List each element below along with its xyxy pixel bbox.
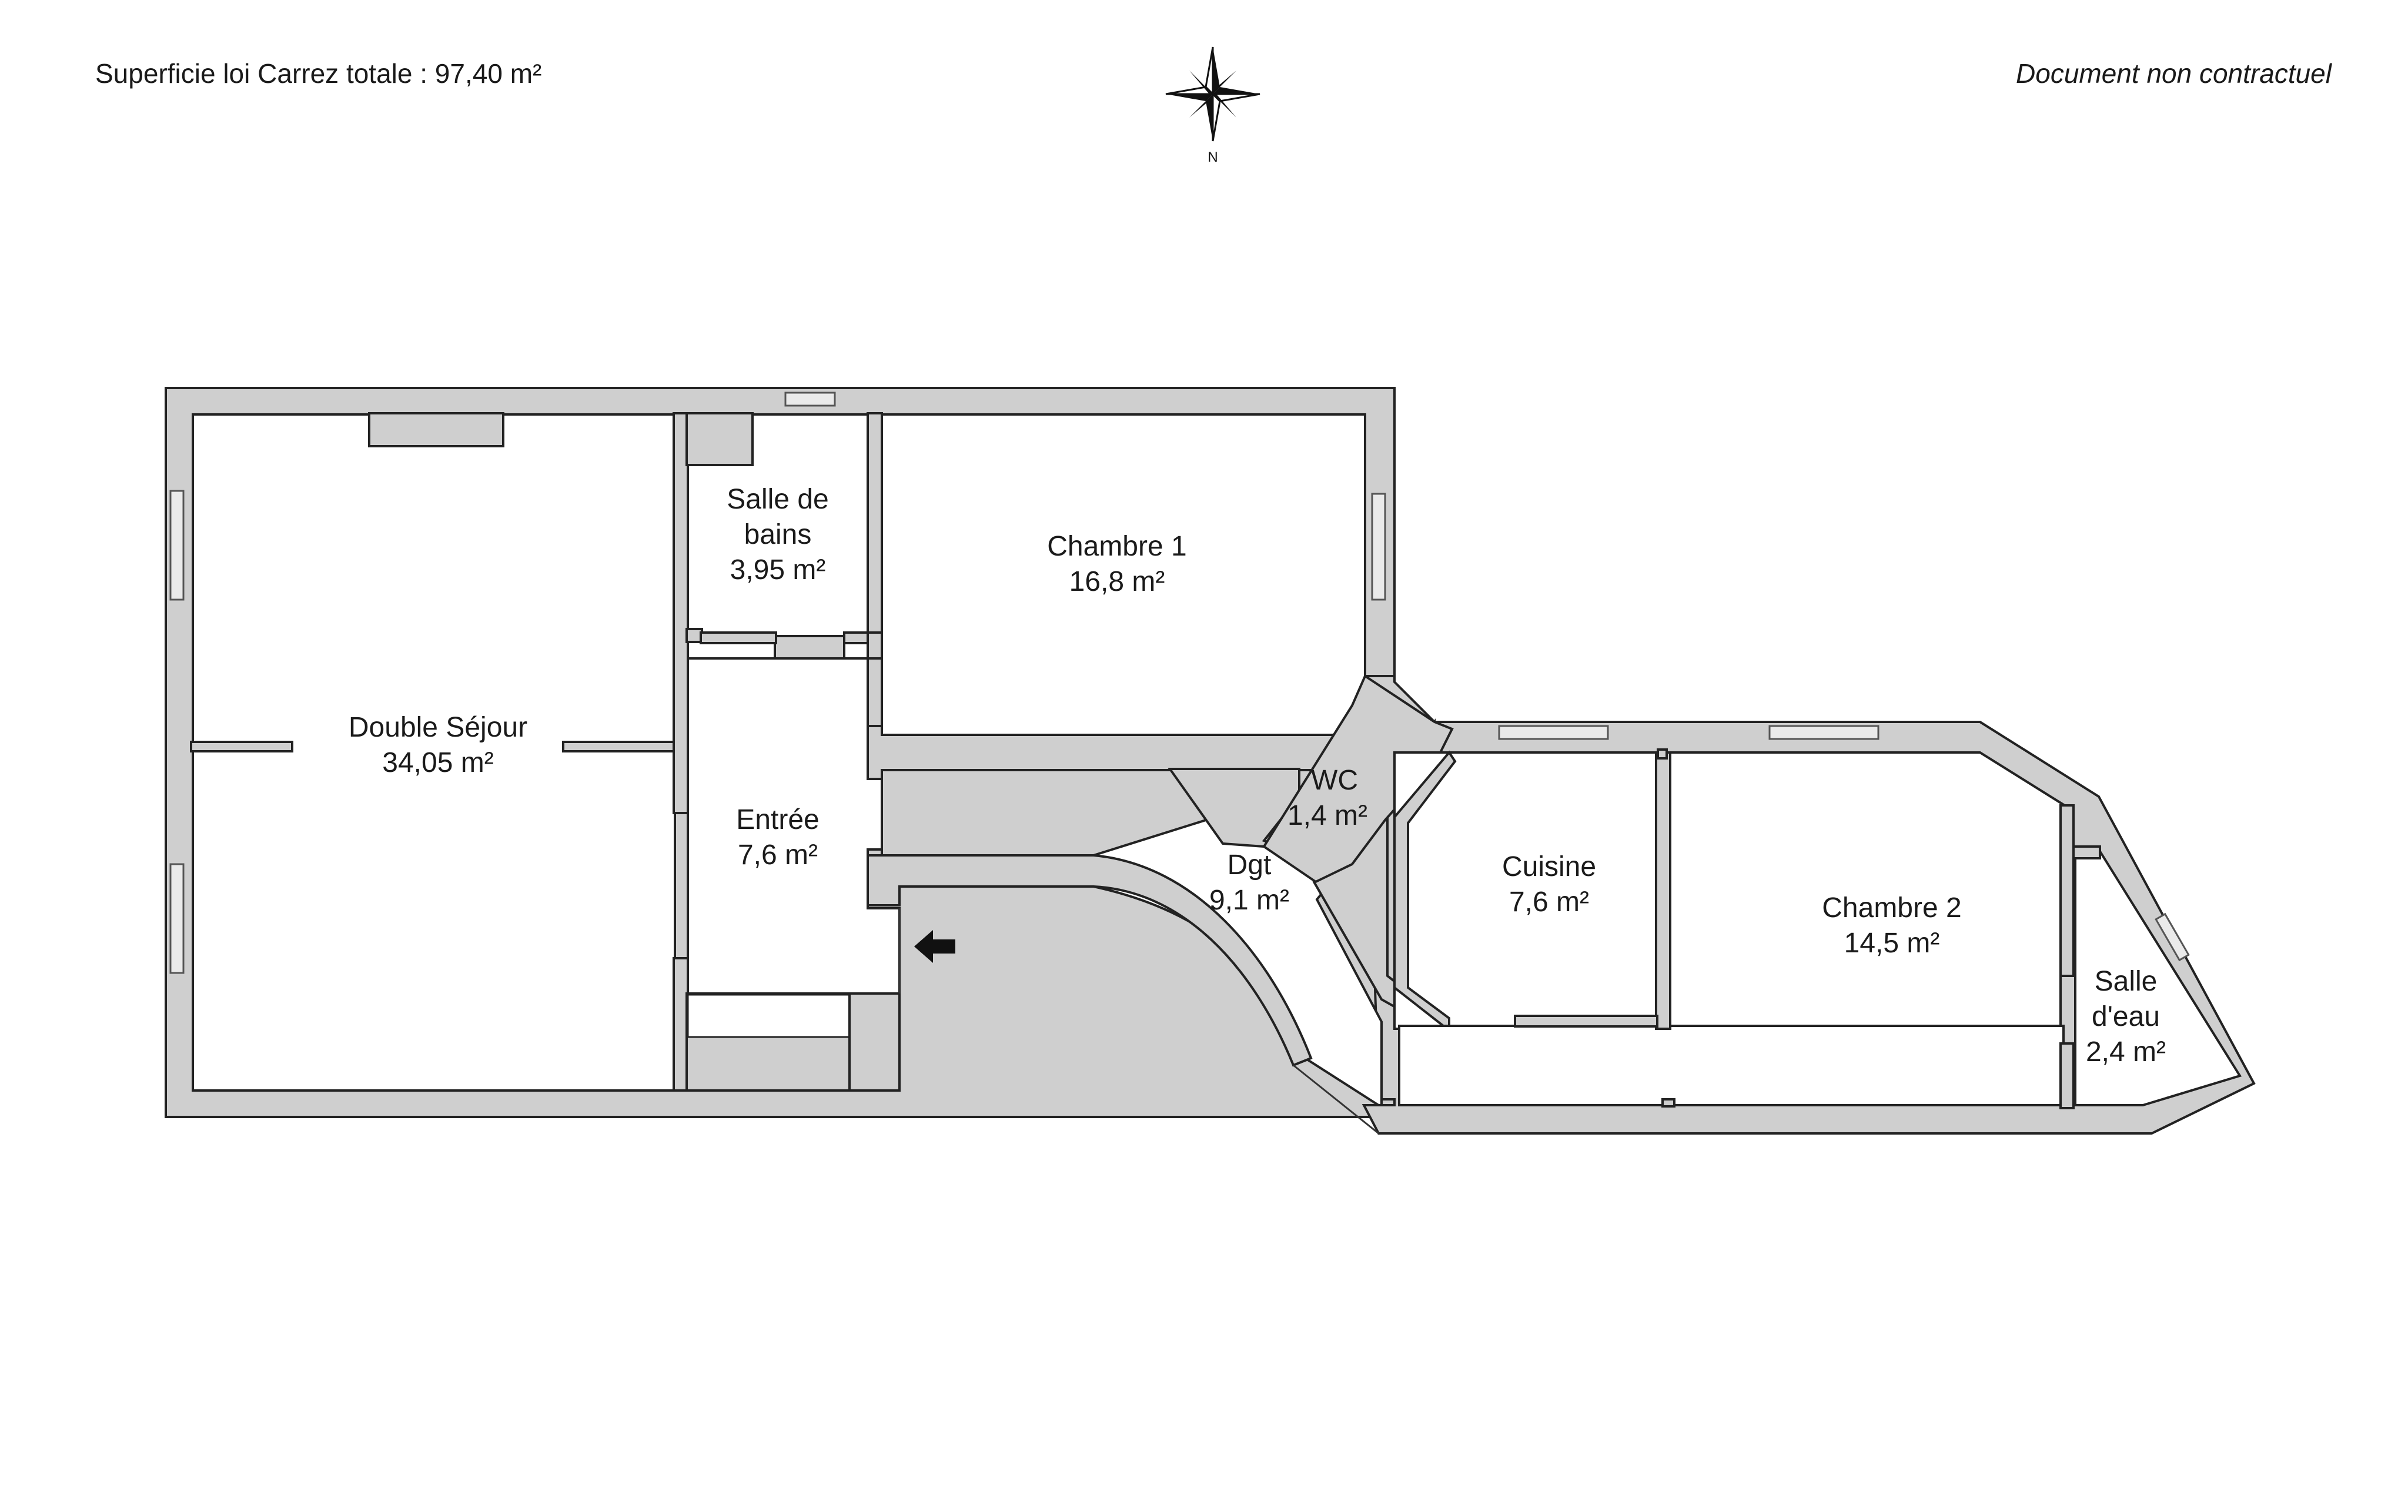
room-labels: Double Séjour 34,05 m² Salle de bains 3,… <box>349 484 2166 1068</box>
label-wc-area: 1,4 m² <box>1287 800 1367 831</box>
arrow-left-icon <box>914 930 955 963</box>
label-cuisine-area: 7,6 m² <box>1509 887 1589 918</box>
label-chambre-2-area: 14,5 m² <box>1844 928 1940 959</box>
label-double-sejour-area: 34,05 m² <box>382 747 493 778</box>
label-dgt-name: Dgt <box>1228 849 1272 881</box>
room-chambre-1 <box>881 413 1366 736</box>
label-chambre-1-area: 16,8 m² <box>1069 566 1165 597</box>
label-double-sejour-name: Double Séjour <box>349 712 527 743</box>
right-block-partitions <box>1514 748 2101 1109</box>
label-chambre-2-name: Chambre 2 <box>1822 892 1961 924</box>
label-entree-name: Entrée <box>736 804 819 835</box>
label-salle-d-eau-name-1: Salle <box>2095 966 2158 997</box>
label-wc-name: WC <box>1311 765 1358 796</box>
total-area-label: Superficie loi Carrez totale : 97,40 m² <box>95 58 542 89</box>
label-salle-de-bains-name-1: Salle de <box>727 484 828 515</box>
label-salle-de-bains-name-2: bains <box>744 519 812 550</box>
label-entree-area: 7,6 m² <box>738 839 818 871</box>
disclaimer-label: Document non contractuel <box>2016 58 2332 89</box>
label-dgt-area: 9,1 m² <box>1209 885 1289 916</box>
label-chambre-1-name: Chambre 1 <box>1047 531 1186 562</box>
north-label: N <box>1208 149 1218 165</box>
label-salle-d-eau-area: 2,4 m² <box>2086 1036 2166 1068</box>
windows-left-block <box>169 392 1386 974</box>
curved-wall <box>867 854 1313 1067</box>
label-salle-de-bains-area: 3,95 m² <box>730 554 826 586</box>
compass-rose-icon: N <box>1165 46 1260 165</box>
label-cuisine-name: Cuisine <box>1502 851 1596 882</box>
windows-right-block <box>1498 725 2190 962</box>
label-salle-d-eau-name-2: d'eau <box>2092 1001 2160 1032</box>
